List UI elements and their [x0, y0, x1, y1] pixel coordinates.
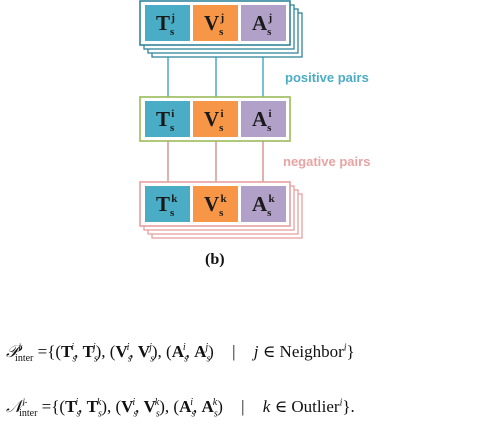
group-top: Tsj Vsj Asj	[139, 0, 303, 58]
middle-block-a	[241, 101, 286, 137]
negative-set-symbol: 𝒩	[6, 397, 23, 417]
middle-block-t	[145, 101, 190, 137]
bottom-block-a	[241, 186, 286, 222]
top-block-a	[241, 5, 286, 41]
figure-caption: (b)	[205, 251, 225, 268]
pairs-diagram: Tsj Vsj Asj positive pairs Tsi Vsi Asi n…	[139, 0, 370, 268]
top-label-t: Tsj	[156, 11, 175, 38]
positive-set-symbol: 𝒫	[6, 342, 19, 362]
positive-connectors	[167, 54, 264, 97]
bottom-block-t	[145, 186, 190, 222]
top-label-a: Asj	[252, 11, 272, 38]
positive-set-formula: 𝒫iinter ={(Tsi, Tsj), (Vsi, Vsj), (Asi, …	[6, 342, 355, 365]
negative-connectors	[167, 139, 264, 182]
positive-pairs-label: positive pairs	[285, 70, 369, 85]
top-label-v: Vsj	[204, 11, 224, 38]
bottom-label-v: Vsk	[204, 192, 227, 219]
negative-set-formula: 𝒩iinter ={(Tsi, Tsk), (Vsi, Vsk), (Asi, …	[6, 397, 355, 420]
group-bottom: Tsk Vsk Ask	[139, 181, 303, 239]
middle-block-v	[193, 101, 238, 137]
group-middle: Tsi Vsi Asi	[139, 96, 291, 142]
bottom-block-v	[193, 186, 238, 222]
bottom-label-t: Tsk	[156, 192, 178, 219]
middle-label-t: Tsi	[156, 107, 175, 134]
middle-label-a: Asi	[252, 107, 272, 134]
middle-label-v: Vsi	[204, 107, 224, 134]
top-block-v	[193, 5, 238, 41]
top-block-t	[145, 5, 190, 41]
negative-pairs-label: negative pairs	[283, 154, 370, 169]
bottom-label-a: Ask	[252, 192, 275, 219]
